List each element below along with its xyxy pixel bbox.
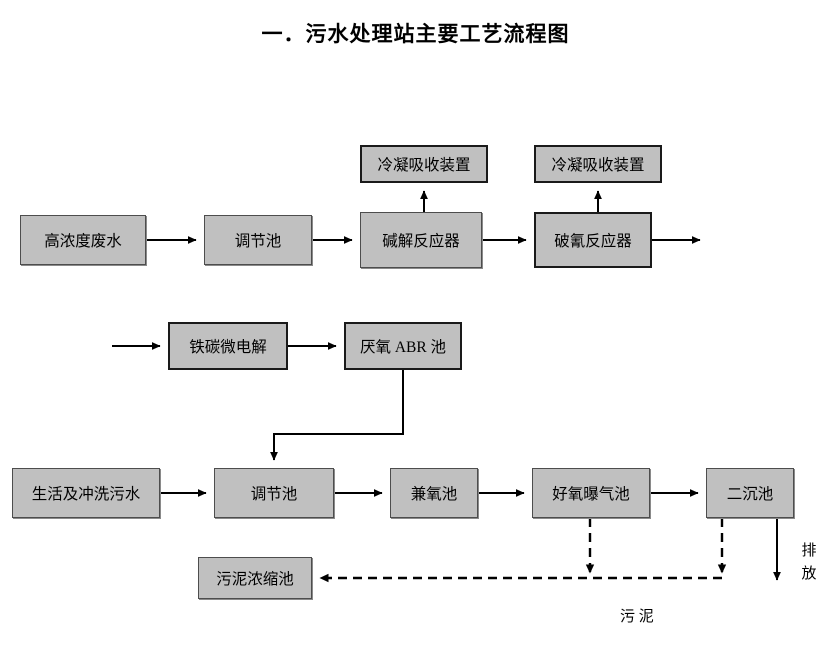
- node-facultative-tank: 兼氧池: [390, 468, 478, 518]
- node-iron-carbon-microelectrolysis: 铁碳微电解: [168, 322, 288, 370]
- discharge-label: 排放: [801, 543, 817, 583]
- node-label: 二沉池: [726, 486, 774, 503]
- connector-abr-to-equalization2: [270, 370, 404, 461]
- node-label: 生活及冲洗污水: [31, 486, 141, 503]
- node-label: 破氰反应器: [554, 233, 632, 250]
- page-title: 一．污水处理站主要工艺流程图: [261, 23, 570, 46]
- node-domestic-washing-sewage: 生活及冲洗污水: [12, 468, 160, 518]
- node-equalization-tank-2: 调节池: [214, 468, 334, 518]
- node-label: 兼氧池: [410, 486, 458, 503]
- node-condenser-absorber-2: 冷凝吸收装置: [534, 145, 662, 183]
- node-label: 厌氧 ABR 池: [359, 339, 447, 356]
- node-sludge-thickening-tank: 污泥浓缩池: [198, 557, 312, 599]
- sludge-return-connectors: [319, 518, 727, 583]
- sludge-label: 污 泥: [620, 609, 654, 625]
- node-alkaline-hydrolysis-reactor: 碱解反应器: [360, 212, 482, 268]
- node-anaerobic-abr-tank: 厌氧 ABR 池: [344, 322, 462, 370]
- node-label: 调节池: [234, 233, 282, 250]
- node-label: 碱解反应器: [382, 233, 460, 250]
- node-equalization-tank-1: 调节池: [204, 215, 312, 265]
- solid-connectors: [112, 190, 781, 581]
- node-label: 高浓度废水: [44, 233, 122, 250]
- node-condenser-absorber-1: 冷凝吸收装置: [360, 145, 488, 183]
- node-label: 调节池: [250, 486, 298, 503]
- node-cyanide-breaking-reactor: 破氰反应器: [534, 212, 652, 268]
- node-aerobic-aeration-tank: 好氧曝气池: [532, 468, 650, 518]
- node-label: 冷凝吸收装置: [377, 157, 471, 174]
- node-label: 冷凝吸收装置: [551, 157, 645, 174]
- node-label: 好氧曝气池: [552, 486, 630, 503]
- node-label: 污泥浓缩池: [216, 571, 294, 588]
- node-secondary-clarifier: 二沉池: [706, 468, 794, 518]
- node-high-conc-wastewater: 高浓度废水: [20, 215, 146, 265]
- node-label: 铁碳微电解: [189, 339, 267, 356]
